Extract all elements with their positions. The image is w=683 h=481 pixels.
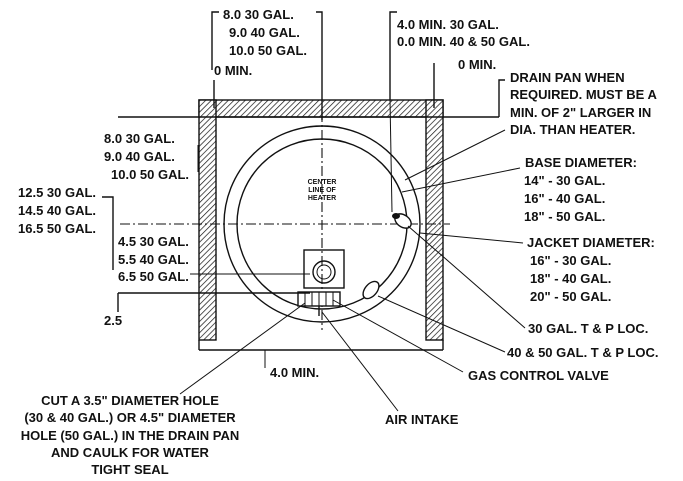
svg-text:14" - 30 GAL.: 14" - 30 GAL. <box>524 173 605 188</box>
svg-text:LINE OF: LINE OF <box>308 187 336 194</box>
svg-text:HEATER: HEATER <box>308 195 336 202</box>
svg-text:10.0 50 GAL.: 10.0 50 GAL. <box>229 43 307 58</box>
svg-text:0.0 MIN. 40 & 50 GAL.: 0.0 MIN. 40 & 50 GAL. <box>397 34 530 49</box>
left-dimension-c: 4.5 30 GAL. 5.5 40 GAL. 6.5 50 GAL. 2.5 <box>104 234 310 328</box>
svg-text:REQUIRED. MUST BE A: REQUIRED. MUST BE A <box>510 87 657 102</box>
svg-text:18" - 40 GAL.: 18" - 40 GAL. <box>530 271 611 286</box>
tp-top-dimension: 4.0 MIN. 30 GAL. 0.0 MIN. 40 & 50 GAL. 0… <box>389 11 530 213</box>
svg-text:CUT A 3.5" DIAMETER HOLE: CUT A 3.5" DIAMETER HOLE <box>41 393 219 408</box>
center-line-label: CENTER LINE OF HEATER <box>308 179 337 202</box>
svg-text:CENTER: CENTER <box>308 179 337 186</box>
svg-text:HOLE (50 GAL.) IN THE DRAIN PA: HOLE (50 GAL.) IN THE DRAIN PAN <box>21 428 240 443</box>
svg-text:8.0 30 GAL.: 8.0 30 GAL. <box>223 7 294 22</box>
svg-text:(30 & 40 GAL.) OR 4.5" DIAMETE: (30 & 40 GAL.) OR 4.5" DIAMETER <box>24 410 236 425</box>
svg-text:30 GAL. T & P LOC.: 30 GAL. T & P LOC. <box>528 321 648 336</box>
gas-control-valve-label: GAS CONTROL VALVE <box>468 368 609 383</box>
svg-text:18" - 50 GAL.: 18" - 50 GAL. <box>524 209 605 224</box>
svg-text:2.5: 2.5 <box>104 313 122 328</box>
svg-text:10.0 50 GAL.: 10.0 50 GAL. <box>111 167 189 182</box>
svg-text:JACKET DIAMETER:: JACKET DIAMETER: <box>527 235 655 250</box>
svg-text:4.0 MIN. 30 GAL.: 4.0 MIN. 30 GAL. <box>397 17 499 32</box>
svg-text:8.0 30 GAL.: 8.0 30 GAL. <box>104 131 175 146</box>
svg-text:16" - 30 GAL.: 16" - 30 GAL. <box>530 253 611 268</box>
svg-text:14.5 40 GAL.: 14.5 40 GAL. <box>18 203 96 218</box>
svg-text:16.5 50 GAL.: 16.5 50 GAL. <box>18 221 96 236</box>
svg-text:0 MIN.: 0 MIN. <box>214 63 252 78</box>
svg-text:16" - 40 GAL.: 16" - 40 GAL. <box>524 191 605 206</box>
svg-text:4.0 MIN.: 4.0 MIN. <box>270 365 319 380</box>
svg-text:20" - 50 GAL.: 20" - 50 GAL. <box>530 289 611 304</box>
svg-text:DRAIN PAN WHEN: DRAIN PAN WHEN <box>510 70 625 85</box>
base-diameter-label: BASE DIAMETER: 14" - 30 GAL. 16" - 40 GA… <box>401 155 637 224</box>
svg-text:DIA. THAN HEATER.: DIA. THAN HEATER. <box>510 122 635 137</box>
svg-text:5.5 40 GAL.: 5.5 40 GAL. <box>118 252 189 267</box>
svg-text:6.5 50 GAL.: 6.5 50 GAL. <box>118 269 189 284</box>
jacket-diameter-label: JACKET DIAMETER: 16" - 30 GAL. 18" - 40 … <box>419 232 655 304</box>
left-dimension-a: 8.0 30 GAL. 9.0 40 GAL. 10.0 50 GAL. <box>104 131 199 182</box>
gas-control-valve <box>297 249 345 316</box>
air-intake-label: AIR INTAKE <box>385 412 459 427</box>
svg-text:0 MIN.: 0 MIN. <box>458 57 496 72</box>
svg-text:9.0 40 GAL.: 9.0 40 GAL. <box>104 149 175 164</box>
svg-text:40 & 50 GAL. T & P LOC.: 40 & 50 GAL. T & P LOC. <box>507 345 658 360</box>
cut-hole-note: CUT A 3.5" DIAMETER HOLE (30 & 40 GAL.) … <box>21 302 306 477</box>
svg-text:MIN. OF 2" LARGER IN: MIN. OF 2" LARGER IN <box>510 105 651 120</box>
tp-valve-40-50 <box>362 280 380 300</box>
svg-text:TIGHT SEAL: TIGHT SEAL <box>91 462 168 477</box>
tp-location-labels: 30 GAL. T & P LOC. 40 & 50 GAL. T & P LO… <box>377 225 658 360</box>
left-dimension-b: 12.5 30 GAL. 14.5 40 GAL. 16.5 50 GAL. <box>18 185 114 270</box>
svg-text:AND CAULK FOR WATER: AND CAULK FOR WATER <box>51 445 210 460</box>
drain-pan-note: DRAIN PAN WHEN REQUIRED. MUST BE A MIN. … <box>118 70 657 181</box>
top-clearance-dimension: 8.0 30 GAL. 9.0 40 GAL. 10.0 50 GAL. 0 M… <box>211 7 323 120</box>
bottom-clearance: 4.0 MIN. <box>264 350 319 380</box>
svg-text:BASE DIAMETER:: BASE DIAMETER: <box>525 155 637 170</box>
svg-text:4.5 30 GAL.: 4.5 30 GAL. <box>118 234 189 249</box>
svg-text:9.0 40 GAL.: 9.0 40 GAL. <box>229 25 300 40</box>
tp-valve-30 <box>392 213 412 229</box>
svg-text:12.5 30 GAL.: 12.5 30 GAL. <box>18 185 96 200</box>
